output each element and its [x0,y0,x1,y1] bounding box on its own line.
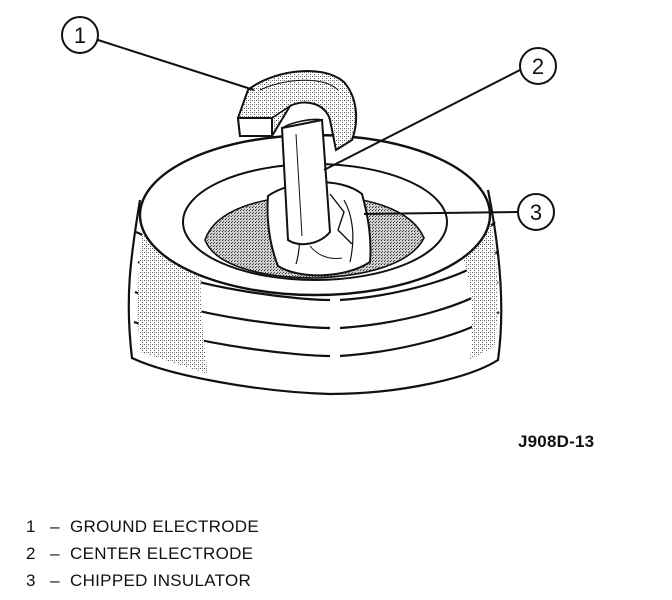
legend-separator: – [50,571,60,590]
legend-number: 1 [26,517,36,536]
callout-3: 3 [517,193,555,231]
legend-text: CENTER ELECTRODE [70,544,254,563]
ground-electrode [236,70,358,152]
legend-number: 2 [26,544,36,563]
callout-1-number: 1 [74,23,86,48]
callout-1-leader [97,39,255,91]
callout-leaders [97,39,521,215]
legend-text: GROUND ELECTRODE [70,517,259,536]
legend-separator: – [50,544,60,563]
callout-2: 2 [519,47,557,85]
legend-item: 1 – GROUND ELECTRODE [26,517,259,544]
legend: 1 – GROUND ELECTRODE 2 – CENTER ELECTROD… [26,517,259,598]
callout-2-leader [323,69,521,171]
callout-3-leader [363,211,519,215]
legend-item: 2 – CENTER ELECTRODE [26,544,259,571]
figure-id: J908D-13 [518,432,595,451]
callout-1: 1 [61,16,99,54]
callout-3-number: 3 [530,200,542,225]
center-electrode [280,118,332,246]
legend-number: 3 [26,571,36,590]
legend-item: 3 – CHIPPED INSULATOR [26,571,259,598]
legend-text: CHIPPED INSULATOR [70,571,252,590]
callout-2-number: 2 [532,54,544,79]
legend-separator: – [50,517,60,536]
